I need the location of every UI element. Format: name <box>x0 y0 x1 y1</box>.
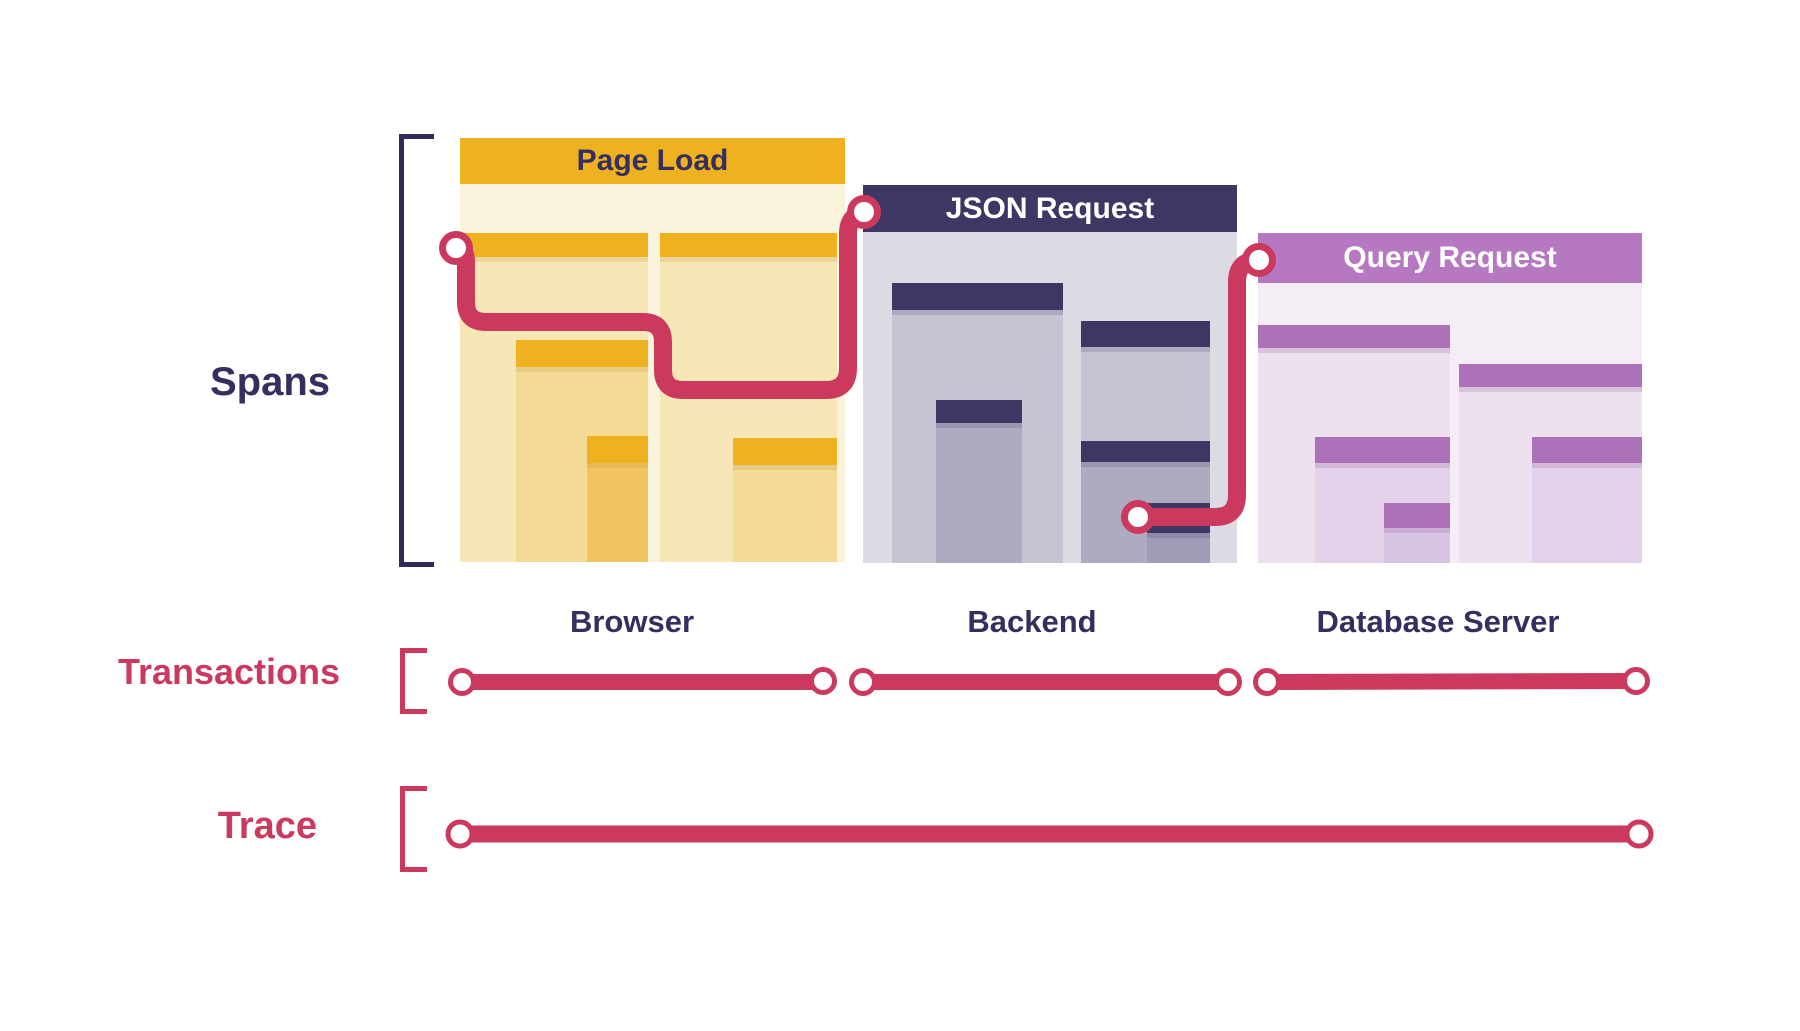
panel-page-load: Page Load <box>460 138 845 562</box>
spans-row-label: Spans <box>209 360 330 404</box>
json-request-body <box>863 232 1237 563</box>
json-request-header: JSON Request <box>863 185 1237 232</box>
browser-label: Browser <box>569 604 695 639</box>
db-span-a2 <box>1384 503 1450 563</box>
browser-span-a-bar <box>460 233 648 257</box>
browser-span-a2 <box>587 436 648 562</box>
backend-span-a1-bar <box>936 400 1022 423</box>
transaction-node-browser-start <box>448 668 476 696</box>
db-span-a2-bar <box>1384 503 1450 528</box>
trace-bracket <box>400 786 427 872</box>
db-span-b1 <box>1532 437 1642 563</box>
backend-span-b2-bar <box>1147 503 1210 533</box>
transaction-node-backend-start <box>849 668 877 696</box>
trace-node-end <box>1624 819 1654 849</box>
transaction-node-db-end <box>1622 667 1650 695</box>
backend-span-b1-bar <box>1081 441 1210 462</box>
transaction-node-backend-end <box>1214 668 1242 696</box>
trace-row-label: Trace <box>217 805 317 847</box>
browser-span-b1-bar <box>733 438 837 465</box>
trace-node-start <box>445 819 475 849</box>
query-request-header: Query Request <box>1258 233 1642 283</box>
query-request-body <box>1258 283 1642 563</box>
browser-span-a1-bar <box>516 340 648 367</box>
transactions-row-label: Transactions <box>117 651 341 692</box>
transactions-bracket <box>400 648 427 714</box>
backend-span-b2 <box>1147 503 1210 563</box>
panel-query-request: Query Request <box>1258 233 1642 563</box>
browser-span-b1 <box>733 438 837 562</box>
transaction-node-browser-end <box>809 667 837 695</box>
db-span-b-bar <box>1459 364 1642 387</box>
db-span-b1-bar <box>1532 437 1642 463</box>
db-span-a-bar <box>1258 325 1450 348</box>
query-request-title: Query Request <box>1343 241 1557 274</box>
backend-label: Backend <box>967 604 1097 639</box>
page-load-body <box>460 184 845 562</box>
spans-bracket <box>399 134 434 567</box>
backend-span-b-bar <box>1081 321 1210 347</box>
db-span-a1-bar <box>1315 437 1450 463</box>
backend-span-a-bar <box>892 283 1063 310</box>
browser-span-a2-bar <box>587 436 648 463</box>
panel-json-request: JSON Request <box>863 185 1237 563</box>
page-load-title: Page Load <box>576 144 729 177</box>
database-server-label: Database Server <box>1316 604 1560 639</box>
page-load-header: Page Load <box>460 138 845 184</box>
backend-span-a1 <box>936 400 1022 563</box>
browser-span-b-bar <box>660 233 837 257</box>
transaction-line-db <box>1266 673 1637 690</box>
transaction-node-db-start <box>1253 668 1281 696</box>
json-request-title: JSON Request <box>945 191 1155 225</box>
